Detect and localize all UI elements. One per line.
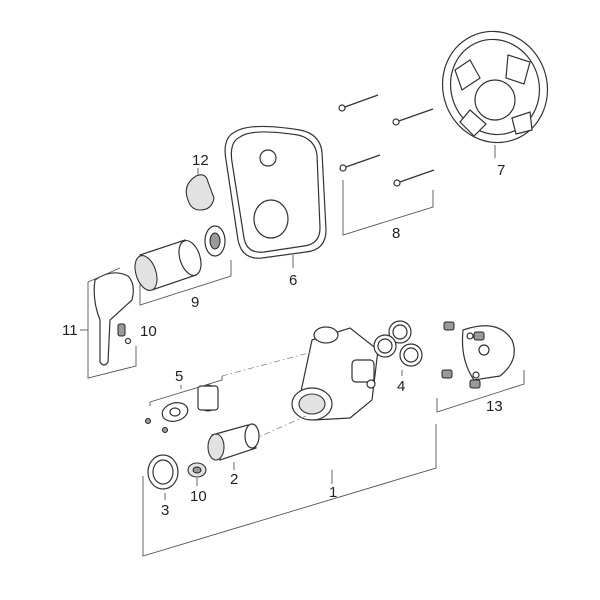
- cover-plate: [224, 125, 327, 268]
- callout-7: 7: [497, 162, 505, 179]
- handle-knob: [185, 168, 215, 211]
- o-rings: [373, 320, 423, 376]
- callout-2: 2: [230, 471, 238, 488]
- trim-ring: [147, 454, 179, 500]
- sleeve: [134, 225, 232, 306]
- bracket: [436, 321, 525, 413]
- callout-5: 5: [175, 368, 183, 385]
- mounting-ring: [441, 30, 549, 158]
- callout-10-upper: 10: [140, 323, 157, 340]
- screws: [338, 94, 435, 236]
- lever-handle: [87, 267, 137, 379]
- callout-10-lower: 10: [190, 488, 207, 505]
- callout-9: 9: [191, 294, 199, 311]
- callout-1: 1: [329, 484, 337, 501]
- bracket-screws: [441, 321, 485, 389]
- callout-6: 6: [289, 272, 297, 289]
- callout-11: 11: [62, 322, 78, 339]
- set-screw-upper: [117, 323, 132, 345]
- leader-part-1: [142, 424, 437, 557]
- callout-12: 12: [192, 152, 209, 169]
- flange-assembly: [145, 376, 223, 433]
- callout-13: 13: [486, 398, 503, 415]
- callout-4: 4: [397, 378, 405, 395]
- cartridge: [207, 423, 260, 470]
- callout-8: 8: [392, 225, 400, 242]
- nut-lower: [187, 462, 207, 486]
- callout-3: 3: [161, 502, 169, 519]
- valve-body: [221, 326, 379, 441]
